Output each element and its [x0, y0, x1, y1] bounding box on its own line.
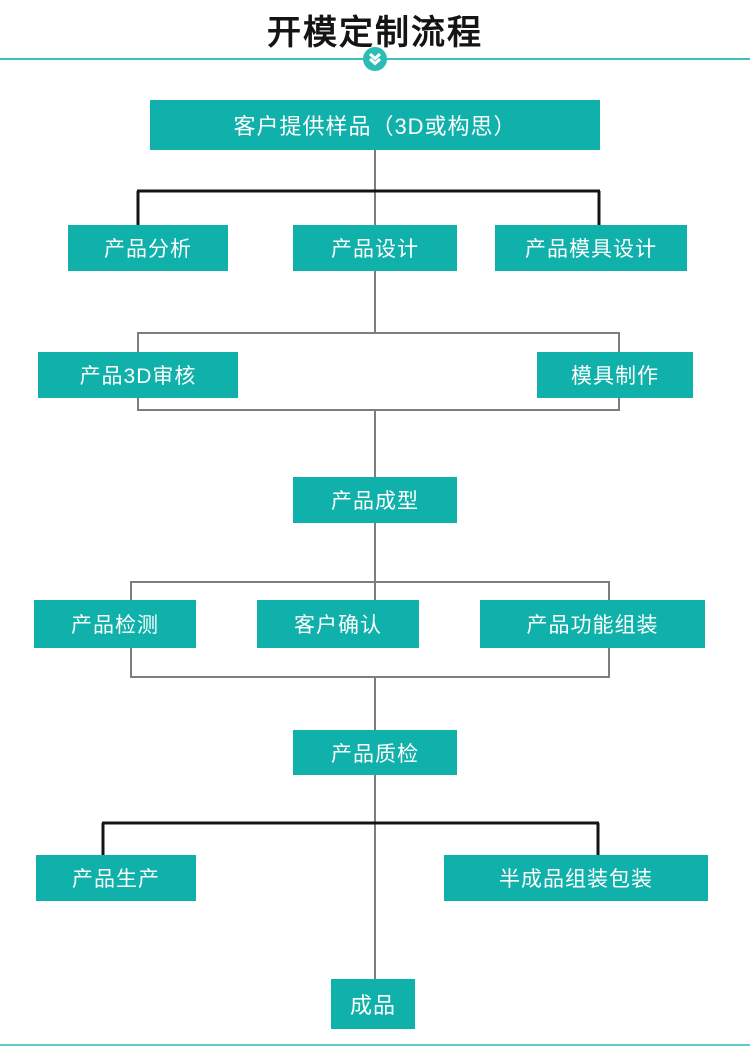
page-title: 开模定制流程	[267, 14, 483, 52]
bottom-divider-line	[0, 1044, 750, 1046]
black-connectors	[101, 189, 601, 855]
node-product-analysis: 产品分析	[68, 225, 228, 271]
node-product-testing: 产品检测	[34, 600, 196, 648]
node-product-mold-design: 产品模具设计	[495, 225, 687, 271]
node-customer-confirmation: 客户确认	[257, 600, 419, 648]
gray-connectors	[130, 150, 620, 979]
node-mold-making: 模具制作	[537, 352, 693, 398]
node-product-molding: 产品成型	[293, 477, 457, 523]
double-chevron-down-icon	[368, 52, 382, 66]
node-finished-product: 成品	[331, 979, 415, 1029]
node-product-3d-review: 产品3D审核	[38, 352, 238, 398]
node-product-production: 产品生产	[36, 855, 196, 901]
chevron-circle	[363, 47, 387, 71]
node-product-design: 产品设计	[293, 225, 457, 271]
node-product-quality-inspection: 产品质检	[293, 730, 457, 775]
node-product-function-assembly: 产品功能组装	[480, 600, 705, 648]
node-semi-finished-assembly-packaging: 半成品组装包装	[444, 855, 708, 901]
node-customer-sample: 客户提供样品（3D或构思）	[150, 100, 600, 150]
